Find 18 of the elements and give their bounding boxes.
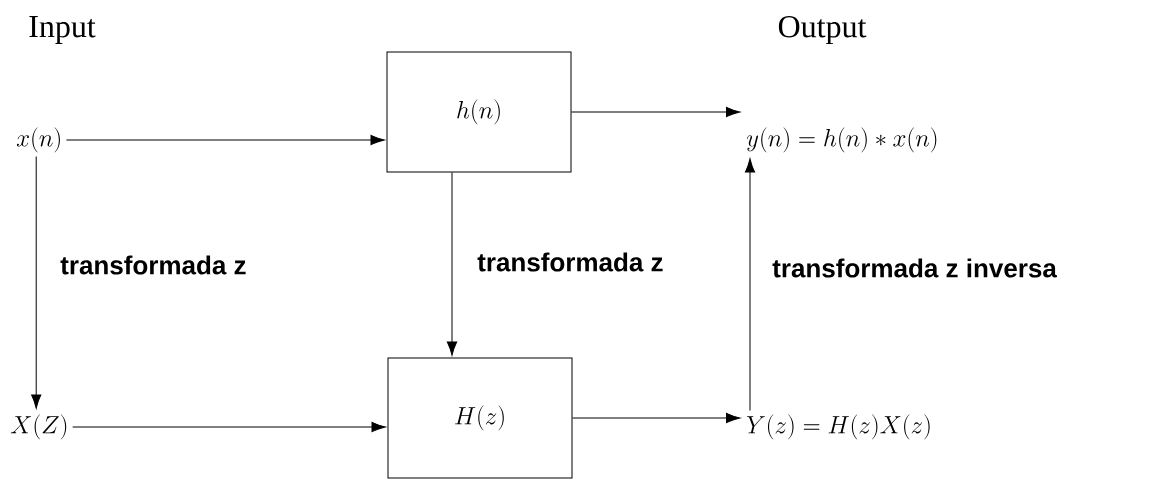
process-box: $H(z)$ — [387, 357, 573, 479]
arrow — [572, 412, 741, 424]
arrow — [571, 106, 741, 118]
edge-label: transformada z — [475, 250, 666, 274]
arrow — [446, 172, 458, 356]
arrow — [31, 156, 42, 409]
text-label: $Y(z)=H(z)X(z)$ — [747, 414, 930, 440]
text-label: $y(n)=h(n)*x(n)$ — [746, 127, 937, 153]
edge-label: transformada z inversa — [770, 256, 1059, 280]
process-box: $h(n)$ — [386, 51, 572, 173]
edge-label: transformada z — [58, 253, 249, 277]
arrow — [65, 134, 385, 146]
text-label: $X(Z)$ — [10, 414, 67, 440]
heading-label: Output — [778, 16, 867, 44]
heading-label: Input — [29, 16, 96, 44]
arrow — [72, 421, 386, 433]
arrow — [744, 158, 756, 411]
text-label: $x(n)$ — [16, 127, 60, 153]
